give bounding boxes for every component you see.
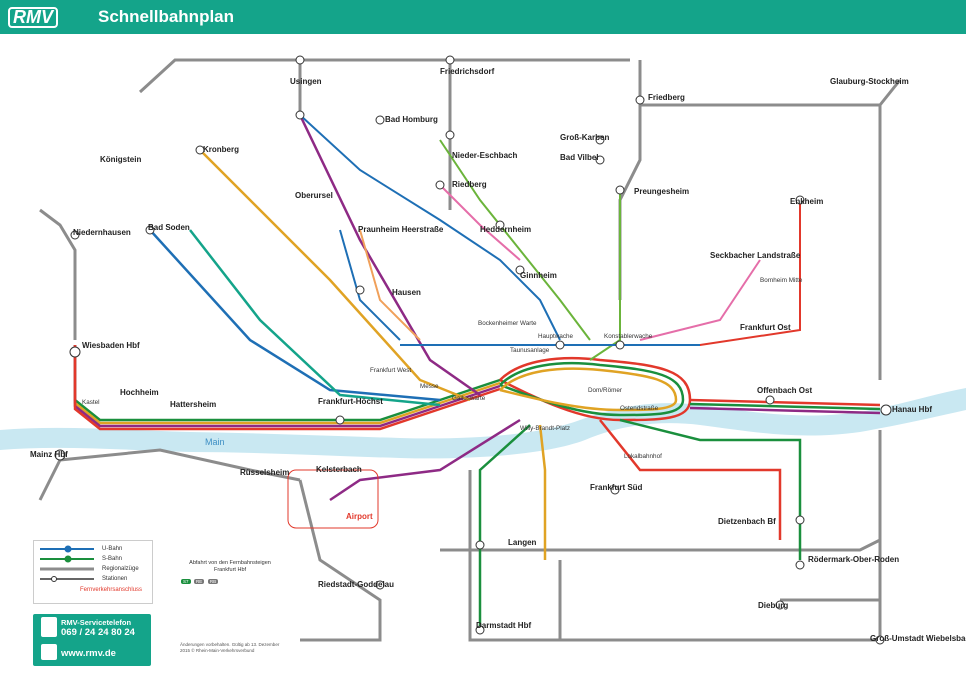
station-ginnheim[interactable]: Ginnheim [520,271,557,280]
station-kronberg[interactable]: Kronberg [203,145,239,154]
station-frankfurt-sued[interactable]: Frankfurt Süd [590,483,643,492]
station-dieburg[interactable]: Dieburg [758,601,788,610]
station-oberursel[interactable]: Oberursel [295,191,333,200]
airport-box [287,469,379,529]
airport-label: Airport [346,512,373,521]
station-preungesheim[interactable]: Preungesheim [634,187,689,196]
station-hochheim[interactable]: Hochheim [120,388,159,397]
station-roedermark[interactable]: Rödermark-Ober-Roden [808,555,899,564]
station-taunusanlage[interactable]: Taunusanlage [510,347,550,354]
station-russelsheim[interactable]: Rüsselsheim [240,468,289,477]
station-hattersheim[interactable]: Hattersheim [170,400,216,409]
station-bad-homburg[interactable]: Bad Homburg [385,115,438,124]
legend-ice: Fernverkehrsanschluss [80,587,143,593]
info-box: RMV-Servicetelefon 069 / 24 24 80 24 www… [33,614,151,666]
station-dom-roemer[interactable]: Dom/Römer [588,387,622,394]
rmv-logo[interactable]: RMV [8,6,72,28]
station-heddernheim[interactable]: Heddernheim [480,225,531,234]
depart-badge-s7: S7 [181,579,191,584]
s-bahn-west [73,114,501,431]
station-bad-vilbel[interactable]: Bad Vilbel [560,153,599,162]
regional-lines [38,58,902,642]
station-niedernhausen[interactable]: Niedernhausen [73,228,131,237]
station-messe[interactable]: Messe [420,383,439,390]
station-gross-umstadt[interactable]: Groß-Umstadt Wiebelsbach [870,634,966,643]
station-glauburg[interactable]: Glauburg-Stockheim [830,77,909,86]
depart-badge-re: RE [194,579,205,584]
station-friedberg[interactable]: Friedberg [648,93,685,102]
phone-icon [41,617,57,637]
station-willy-brandt[interactable]: Willy-Brandt-Platz [520,425,570,432]
station-nieder-eschbach[interactable]: Nieder-Eschbach [452,151,517,160]
station-lokalbahnhof[interactable]: Lokalbahnhof [624,453,662,460]
station-enkheim[interactable]: Enkheim [790,197,823,206]
legend-stations: Stationen [102,576,128,582]
page-title: Schnellbahnplan [98,7,235,26]
web-icon [41,644,57,660]
u-bahn-lines [299,114,801,361]
station-hanau[interactable]: Hanau Hbf [892,405,932,414]
depart-badge-rb: RB [207,579,219,584]
station-galluswarte[interactable]: Galluswarte [452,395,486,402]
departures-footnote: Änderungen vorbehalten. Gültig ab 13. De… [180,642,280,653]
station-frankfurt-west[interactable]: Frankfurt West [370,367,411,374]
major-labels: Hanau Hbf Mainz Hbf Wiesbaden Hbf Frankf… [30,67,966,643]
station-dietzenbach[interactable]: Dietzenbach Bf [718,517,776,526]
legend-rb: Regionalzüge [102,566,139,572]
station-riedberg[interactable]: Riedberg [452,180,487,189]
station-hausen[interactable]: Hausen [392,288,421,297]
city-tunnel [499,356,881,422]
main-river [0,388,966,459]
phone-label: RMV-Servicetelefon [61,618,132,627]
station-mainz[interactable]: Mainz Hbf [30,450,68,459]
station-bockenheimer[interactable]: Bockenheimer Warte [478,320,537,327]
station-hauptwache[interactable]: Hauptwache [538,333,574,340]
station-hoechst[interactable]: Frankfurt-Höchst [318,397,383,406]
station-riedstadt[interactable]: Riedstadt-Goddelau [318,580,394,589]
station-gross-karben[interactable]: Groß-Karben [560,133,609,142]
station-friedrichsdorf[interactable]: Friedrichsdorf [440,67,495,76]
station-seckbacher[interactable]: Seckbacher Landstraße [710,251,801,260]
station-bad-soden[interactable]: Bad Soden [148,223,190,232]
station-offenbach-ost[interactable]: Offenbach Ost [757,386,812,395]
legend-u: U-Bahn [102,546,123,552]
header-bar: RMV Schnellbahnplan [0,0,966,34]
station-langen[interactable]: Langen [508,538,537,547]
website-link[interactable]: www.rmv.de [61,648,116,659]
departures-box: Abfahrt von den Fernbahnsteigen Frankfur… [180,560,280,653]
station-koenigstein[interactable]: Königstein [100,155,141,164]
departures-title: Abfahrt von den Fernbahnsteigen Frankfur… [189,560,271,573]
station-praunheim[interactable]: Praunheim Heerstraße [358,225,444,234]
legend-s: S-Bahn [102,556,123,562]
station-markers [54,55,892,645]
station-kelsterbach[interactable]: Kelsterbach [316,465,362,474]
river-label: Main [205,437,225,447]
phone-number[interactable]: 069 / 24 24 80 24 [61,627,135,638]
station-ostendstrasse[interactable]: Ostendstraße [620,405,659,412]
station-darmstadt[interactable]: Darmstadt Hbf [476,621,531,630]
station-konstablerwache[interactable]: Konstablerwache [604,333,653,340]
station-kastel[interactable]: Kastel [82,399,100,406]
station-frankfurt-ost[interactable]: Frankfurt Ost [740,323,791,332]
s-bahn-south [329,418,802,630]
station-usingen[interactable]: Usingen [290,77,322,86]
station-bornheim[interactable]: Bornheim Mitte [760,277,803,284]
legend: U-Bahn S-Bahn Regionalzüge Stationen Fer… [33,540,153,604]
station-wiesbaden[interactable]: Wiesbaden Hbf [82,341,140,350]
